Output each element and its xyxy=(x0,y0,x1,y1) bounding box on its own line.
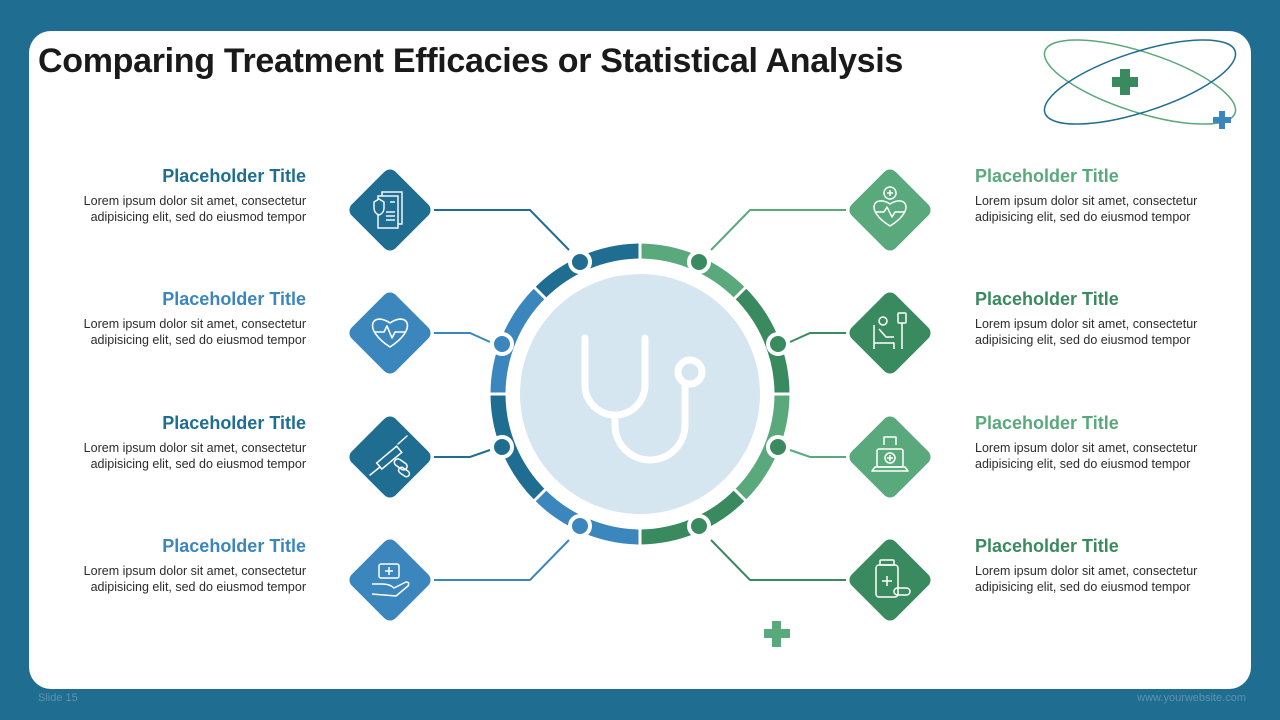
ring-dot-1 xyxy=(568,250,592,274)
center-circle xyxy=(520,274,760,514)
connector-5 xyxy=(710,209,846,251)
stethoscope-icon xyxy=(581,334,706,464)
bottom-green-cross-icon xyxy=(764,621,790,647)
ring-dot-8 xyxy=(687,514,711,538)
item-7-text: Placeholder Title Lorem ipsum dolor sit … xyxy=(975,412,1225,472)
item-8-title: Placeholder Title xyxy=(975,536,1119,556)
ring-dots xyxy=(490,250,790,538)
item-1-title: Placeholder Title xyxy=(162,166,306,186)
syringe-pills-icon xyxy=(369,435,411,478)
laptop-medical-icon xyxy=(871,436,909,472)
diamond-2 xyxy=(349,292,431,374)
heartbeat-icon xyxy=(371,318,409,348)
heart-cross-icon xyxy=(873,186,907,227)
item-3-body: Lorem ipsum dolor sit amet, consectetur … xyxy=(83,441,306,471)
patient-iv-icon xyxy=(873,312,907,349)
item-7-body: Lorem ipsum dolor sit amet, consectetur … xyxy=(975,441,1198,471)
connector-3 xyxy=(434,449,491,458)
item-6-body: Lorem ipsum dolor sit amet, consectetur … xyxy=(975,317,1198,347)
orbit-logo-icon xyxy=(1043,39,1237,129)
connectors xyxy=(434,209,846,581)
item-3-title: Placeholder Title xyxy=(162,413,306,433)
diamond-1 xyxy=(349,169,431,251)
item-8-body: Lorem ipsum dolor sit amet, consectetur … xyxy=(975,564,1198,594)
diamond-3 xyxy=(349,416,431,498)
hand-medical-kit-icon xyxy=(371,563,410,597)
item-6-title: Placeholder Title xyxy=(975,289,1119,309)
blue-cross-icon xyxy=(1213,111,1231,129)
item-8-text: Placeholder Title Lorem ipsum dolor sit … xyxy=(975,535,1225,595)
item-6-text: Placeholder Title Lorem ipsum dolor sit … xyxy=(975,288,1225,348)
connector-1 xyxy=(434,209,570,251)
diamond-7 xyxy=(849,416,931,498)
diamond-6 xyxy=(849,292,931,374)
item-5-title: Placeholder Title xyxy=(975,166,1119,186)
connector-7 xyxy=(789,449,846,458)
item-2-title: Placeholder Title xyxy=(162,289,306,309)
item-5-text: Placeholder Title Lorem ipsum dolor sit … xyxy=(975,165,1225,225)
slide-title: Comparing Treatment Efficacies or Statis… xyxy=(38,42,903,80)
item-4-body: Lorem ipsum dolor sit amet, consectetur … xyxy=(83,564,306,594)
ring-dot-4 xyxy=(568,514,592,538)
connector-6 xyxy=(789,332,846,343)
item-4-title: Placeholder Title xyxy=(162,536,306,556)
ring-gaps xyxy=(487,240,793,548)
connector-8 xyxy=(710,539,846,581)
item-2-body: Lorem ipsum dolor sit amet, consectetur … xyxy=(83,317,306,347)
ring-dot-3 xyxy=(490,435,514,459)
item-1-text: Placeholder Title Lorem ipsum dolor sit … xyxy=(56,165,306,225)
diamond-4 xyxy=(349,539,431,621)
ring-dot-5 xyxy=(687,250,711,274)
ring-dot-7 xyxy=(766,435,790,459)
item-3-text: Placeholder Title Lorem ipsum dolor sit … xyxy=(56,412,306,472)
connector-2 xyxy=(434,332,491,343)
ring-dot-6 xyxy=(766,332,790,356)
item-2-text: Placeholder Title Lorem ipsum dolor sit … xyxy=(56,288,306,348)
green-cross-icon xyxy=(1112,69,1138,95)
slide-number: Slide 15 xyxy=(38,692,78,704)
medicine-bottle-icon xyxy=(875,559,911,598)
website-link[interactable]: www.yourwebsite.com xyxy=(1137,692,1246,704)
diamond-8 xyxy=(849,539,931,621)
item-7-title: Placeholder Title xyxy=(975,413,1119,433)
diamond-5 xyxy=(849,169,931,251)
item-5-body: Lorem ipsum dolor sit amet, consectetur … xyxy=(975,194,1198,224)
ring-dot-2 xyxy=(490,332,514,356)
connector-4 xyxy=(434,539,570,581)
item-4-text: Placeholder Title Lorem ipsum dolor sit … xyxy=(56,535,306,595)
medical-records-icon xyxy=(373,191,403,229)
item-1-body: Lorem ipsum dolor sit amet, consectetur … xyxy=(83,194,306,224)
